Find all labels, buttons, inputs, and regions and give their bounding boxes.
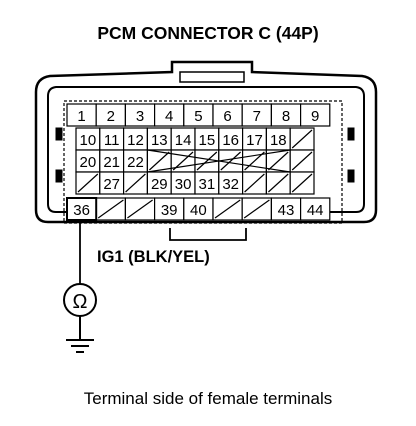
caption: Terminal side of female terminals (84, 389, 332, 408)
terminal-number: 2 (107, 108, 115, 125)
terminal-number: 32 (222, 176, 239, 193)
unused-terminal-slash (77, 173, 99, 193)
terminal-number: 40 (190, 202, 207, 219)
terminal-number: 5 (194, 108, 202, 125)
terminal-number: 21 (103, 154, 120, 171)
unused-terminal-slash (291, 151, 313, 171)
terminal-44 (300, 197, 331, 221)
unused-terminal-slash (127, 199, 153, 219)
blank-span-cross (147, 149, 291, 173)
terminal-number: 3 (136, 108, 144, 125)
unused-terminal-slash (267, 151, 289, 171)
terminal-number: 43 (278, 202, 295, 219)
terminal-number: 10 (80, 132, 97, 149)
terminal-number: 8 (282, 108, 290, 125)
terminal-number: 13 (151, 132, 168, 149)
unused-terminal-slash (220, 151, 242, 171)
terminal-number: 16 (222, 132, 239, 149)
unused-terminal-slash (214, 199, 241, 219)
unused-terminal-slash (244, 173, 265, 193)
unused-terminal-slash (243, 199, 270, 219)
terminal-9 (300, 103, 331, 127)
connector-housing (34, 60, 378, 241)
unused-terminal-slash (196, 151, 218, 171)
terminal-number: 9 (311, 108, 319, 125)
terminal-number: 6 (223, 108, 231, 125)
ohmmeter-icon: Ω (63, 283, 97, 317)
unused-terminal-slash (291, 129, 313, 149)
terminal-number: 39 (161, 202, 178, 219)
terminal-number: 29 (151, 176, 168, 193)
terminal-number: 11 (104, 132, 120, 149)
terminal-number: 14 (175, 132, 192, 149)
terminal-number: 44 (307, 202, 324, 219)
terminal-number: 31 (199, 176, 216, 193)
terminal-number: 17 (246, 132, 263, 149)
terminal-number: 4 (165, 108, 173, 125)
ohm-symbol: Ω (73, 291, 88, 313)
terminal-number: 1 (77, 108, 85, 125)
terminal-number: 12 (127, 132, 144, 149)
unused-terminal-slash (291, 173, 313, 193)
unused-terminal-slash (267, 173, 289, 193)
ground-icon (66, 316, 94, 353)
wire-label: IG1 (BLK/YEL) (97, 248, 210, 266)
terminal-number: 22 (127, 154, 144, 171)
unused-terminal-slash (148, 151, 170, 171)
terminal-number: 27 (103, 176, 120, 193)
terminal-number: 18 (270, 132, 287, 149)
terminal-number: 15 (199, 132, 216, 149)
probed-terminal-highlight (66, 197, 98, 221)
terminal-number: 30 (175, 176, 192, 193)
unused-terminal-slash (125, 173, 146, 193)
unused-terminal-slash (97, 199, 124, 219)
terminal-number: 20 (80, 154, 97, 171)
terminal-number: 7 (253, 108, 261, 125)
terminal-number: 36 (73, 202, 90, 219)
diagram-title: PCM CONNECTOR C (44P) (97, 23, 318, 43)
